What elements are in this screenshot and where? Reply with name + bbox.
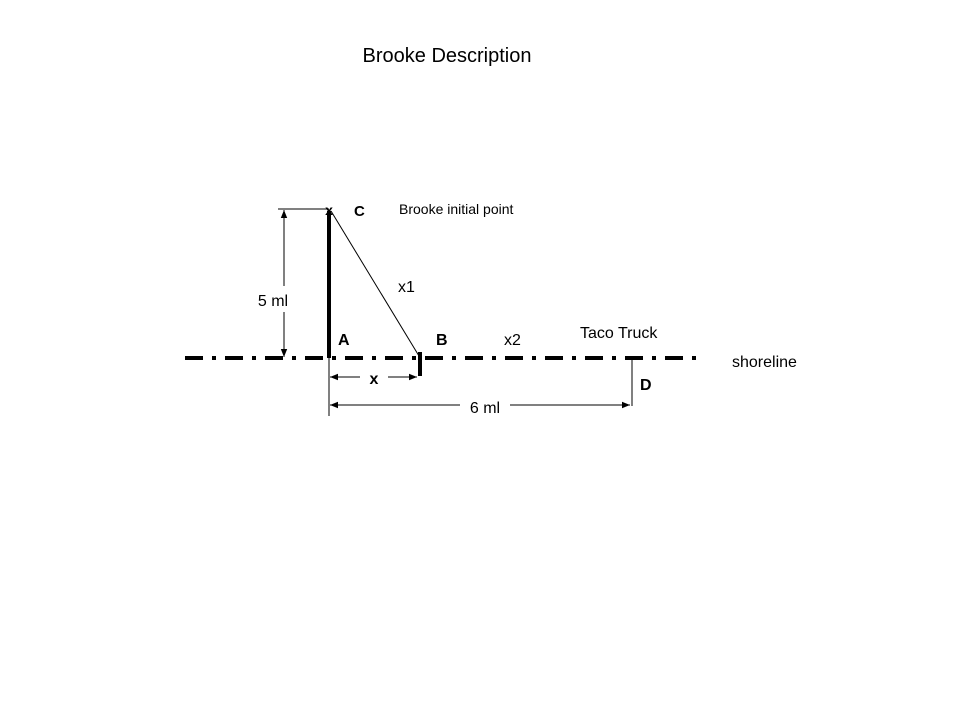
diagram-title: Brooke Description [363,45,532,67]
label-taco-truck: Taco Truck [580,325,658,342]
label-point-a: A [338,332,350,349]
label-6ml: 6 ml [470,400,500,417]
label-x2: x2 [504,332,521,349]
label-initial-point: Brooke initial point [399,201,514,217]
point-c-marker: x [325,202,333,218]
segment-cb [330,210,420,357]
label-point-d: D [640,377,652,394]
label-point-c: C [354,203,365,220]
label-x: x [370,371,379,388]
label-point-b: B [436,332,448,349]
label-x1: x1 [398,279,415,296]
label-5ml: 5 ml [258,293,288,310]
label-shoreline: shoreline [732,354,797,371]
